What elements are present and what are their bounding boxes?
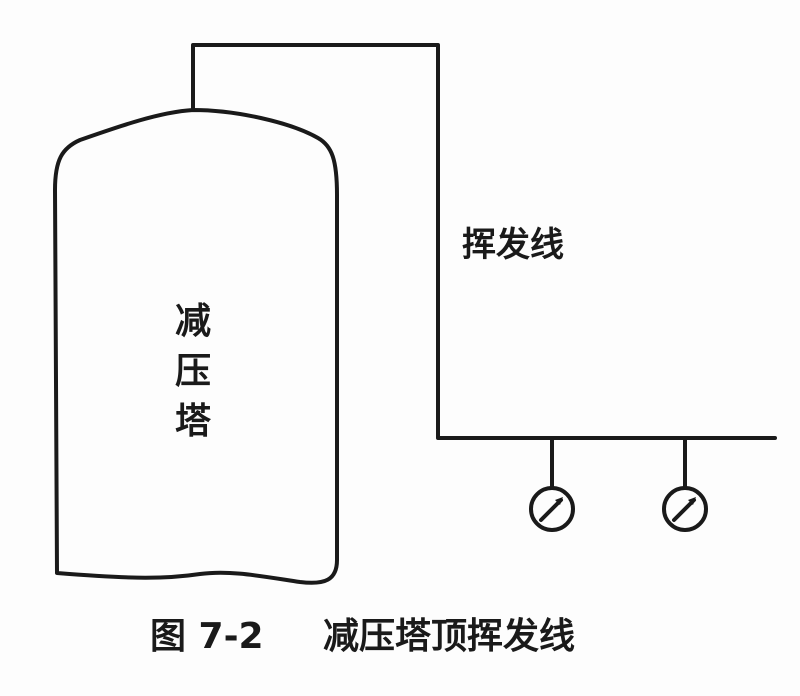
pressure-gauge-1 bbox=[529, 436, 575, 532]
gauge-needle bbox=[539, 498, 563, 522]
gauge-needle-tip bbox=[555, 497, 563, 505]
pressure-gauge-icon bbox=[529, 486, 575, 532]
gauge-needle bbox=[672, 498, 696, 522]
pressure-gauge-icon bbox=[662, 486, 708, 532]
tower-label-char-2: 压 bbox=[175, 351, 211, 392]
tower-label-char-1: 减 bbox=[175, 301, 211, 342]
figure-number: 图 7-2 bbox=[150, 616, 264, 657]
gauge-dial bbox=[529, 486, 575, 532]
figure-title: 减压塔顶挥发线 bbox=[323, 616, 575, 657]
pressure-gauge-2 bbox=[662, 436, 708, 532]
gauge-dial bbox=[662, 486, 708, 532]
tower-label-char-3: 塔 bbox=[175, 401, 212, 442]
vapor-line-label: 挥发线 bbox=[462, 225, 564, 265]
tower-vessel bbox=[53, 108, 339, 585]
gauge-needle-tip bbox=[688, 497, 696, 505]
